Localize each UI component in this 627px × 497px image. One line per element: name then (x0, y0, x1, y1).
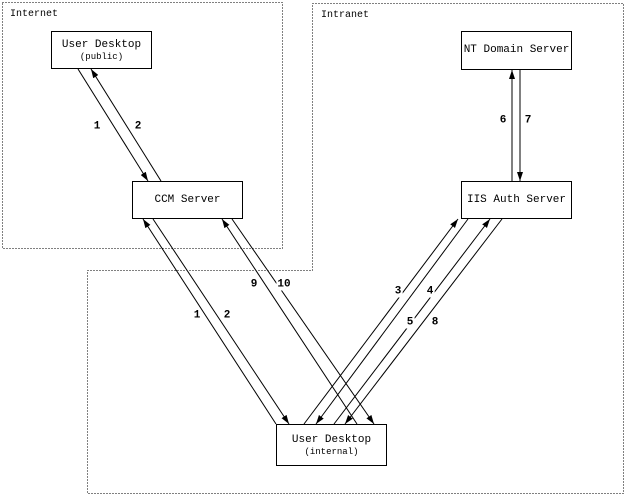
node-nt-domain-server: NT Domain Server (461, 31, 572, 70)
arrow-label-9: 9 (249, 278, 259, 291)
arrow-1-public-desktop-to-ccm (77, 68, 149, 182)
arrow-10-ccm-to-internal-desktop (231, 218, 375, 425)
arrow-label-1-upper: 1 (92, 120, 102, 133)
node-subtitle: (internal) (304, 446, 359, 457)
arrow-label-10: 10 (276, 278, 292, 291)
node-title: CCM Server (154, 193, 221, 206)
node-title: User Desktop (61, 38, 142, 51)
arrow-2-ccm-to-internal-desktop (152, 218, 290, 425)
arrow-label-4: 4 (425, 285, 435, 298)
arrow-label-3: 3 (393, 285, 403, 298)
node-iis-auth-server: IIS Auth Server (461, 181, 572, 219)
arrow-2-ccm-to-public-desktop (90, 68, 162, 182)
arrow-label-8: 8 (430, 316, 440, 329)
intranet-region-label: Intranet (321, 10, 370, 21)
node-title: NT Domain Server (463, 44, 570, 56)
arrow-1-internal-desktop-to-ccm (142, 218, 277, 425)
node-title: User Desktop (291, 433, 372, 446)
node-title: IIS Auth Server (466, 193, 567, 206)
node-user-desktop-internal: User Desktop (internal) (276, 424, 387, 466)
internet-region-border (2, 2, 283, 249)
intranet-region-border (87, 3, 624, 494)
node-user-desktop-public: User Desktop (public) (51, 31, 152, 69)
arrow-label-2-lower: 2 (222, 309, 232, 322)
arrow-label-6: 6 (498, 114, 508, 127)
arrow-9-internal-desktop-to-ccm (221, 218, 358, 425)
arrow-3-internal-desktop-to-iis (303, 218, 459, 425)
arrow-label-2-upper: 2 (133, 120, 143, 133)
arrow-label-1-lower: 1 (192, 309, 202, 322)
arrow-label-5: 5 (405, 316, 415, 329)
arrow-label-7: 7 (523, 114, 533, 127)
node-ccm-server: CCM Server (132, 181, 243, 219)
node-subtitle: (public) (79, 51, 124, 62)
internet-region-label: Internet (10, 9, 59, 20)
arrow-8-iis-to-internal-desktop (344, 218, 503, 425)
arrow-4-iis-to-internal-desktop (315, 218, 469, 425)
